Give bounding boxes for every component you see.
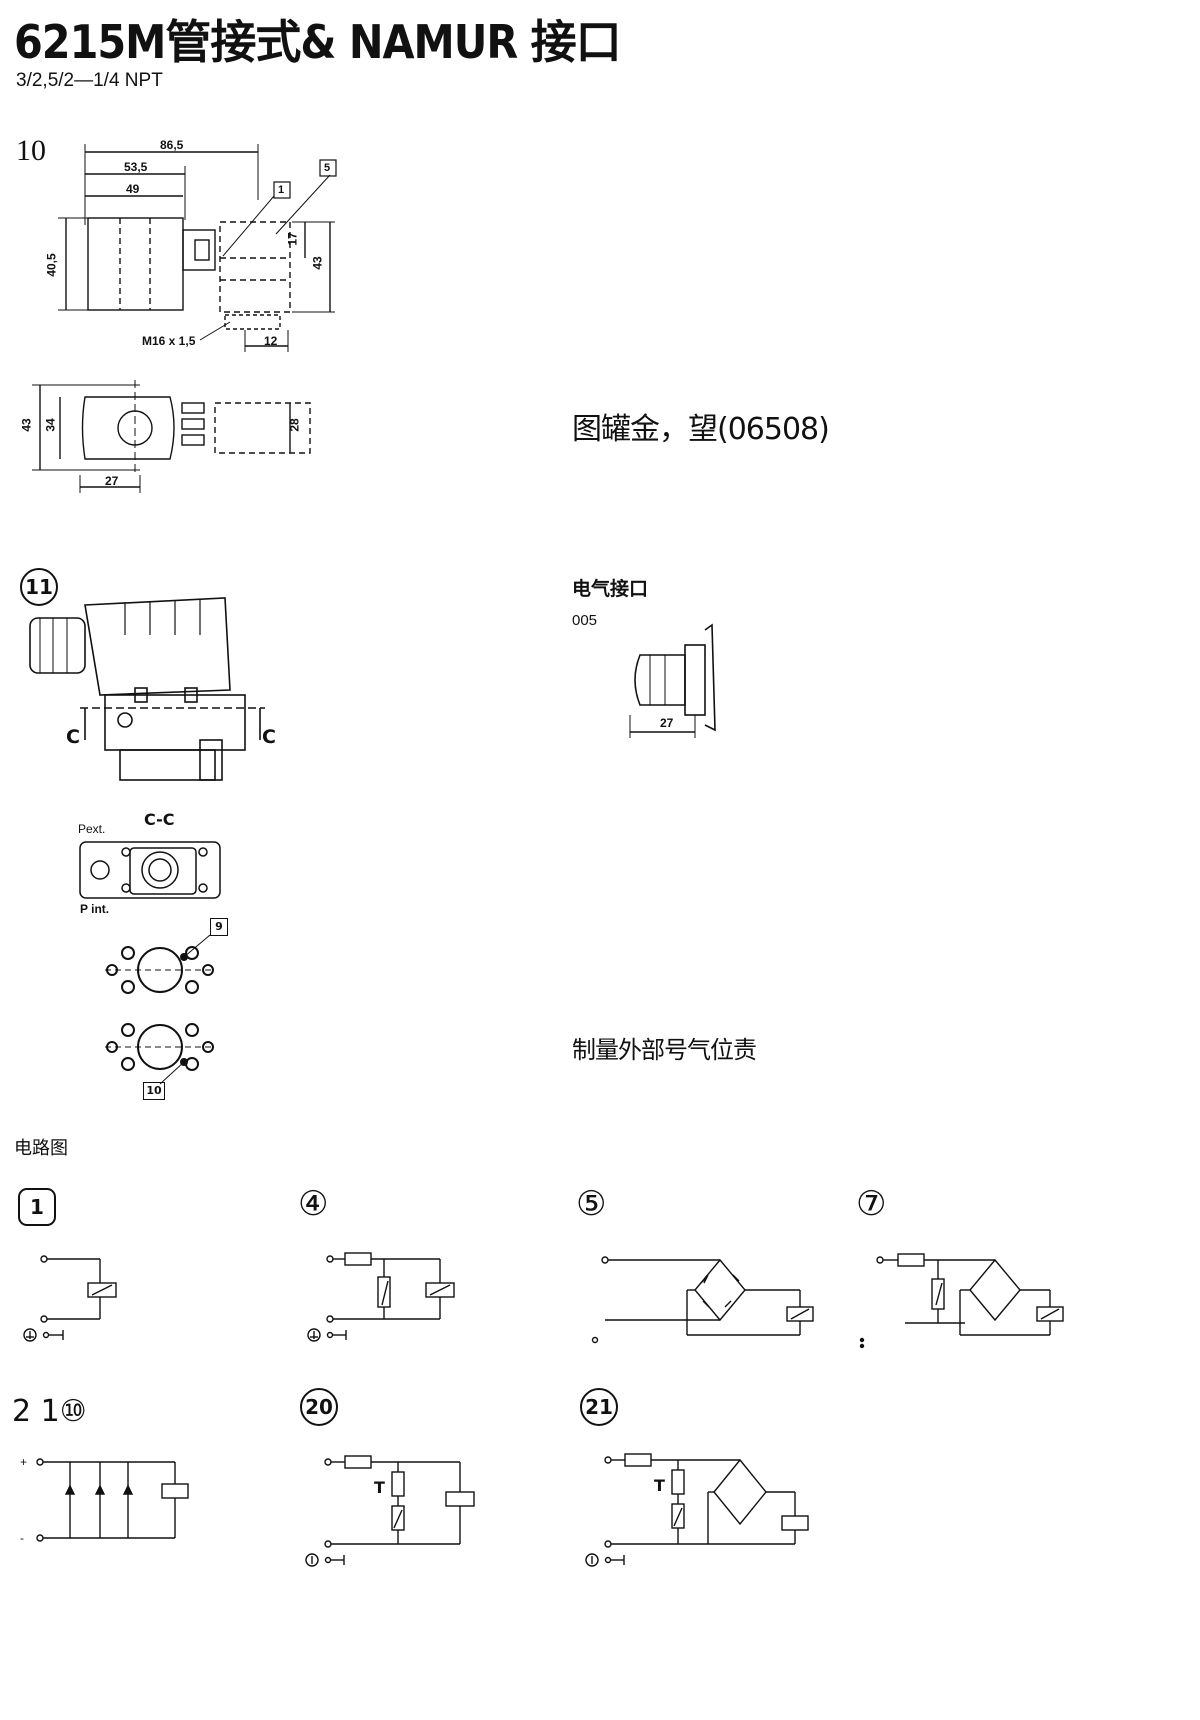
electrical-dim-27: 27 xyxy=(660,716,674,730)
dim-27: 27 xyxy=(105,474,119,488)
svg-text:+: + xyxy=(20,1455,27,1469)
figure-11-port-pattern-10 xyxy=(105,1023,215,1085)
circuit-20-t-label: T xyxy=(374,1478,385,1497)
circuit-label-1: 1 xyxy=(18,1188,56,1226)
circuit-7-diagram xyxy=(859,1253,1064,1349)
callout-10: 10 xyxy=(143,1082,165,1100)
dim-28: 28 xyxy=(287,418,302,432)
svg-text:-: - xyxy=(20,1531,24,1545)
dim-12: 12 xyxy=(264,334,278,348)
circuit-5-diagram xyxy=(591,1256,814,1344)
section-mark-right: C xyxy=(262,726,276,748)
circuit-label-4: ④ xyxy=(298,1184,329,1224)
electrical-code: 005 xyxy=(572,612,598,629)
circuit-21-t-label: T xyxy=(654,1476,665,1495)
electrical-heading: 电气接口 xyxy=(572,578,649,600)
dim-34: 34 xyxy=(43,418,58,432)
circuit-21-diagram xyxy=(585,1453,809,1567)
circuit-10-diagram: + - xyxy=(20,1455,189,1545)
figure-number-11: 11 xyxy=(20,568,58,606)
figure-11-namur-view xyxy=(29,597,265,781)
dim-40-5: 40,5 xyxy=(44,253,59,277)
cable-gland-drawing xyxy=(629,623,716,738)
circuit-label-5: ⑤ xyxy=(576,1184,607,1224)
circuit-4-diagram xyxy=(307,1252,455,1342)
circuit-label-7: ⑦ xyxy=(856,1184,887,1224)
figure-10-side-view xyxy=(58,144,337,352)
dim-43-bottom: 43 xyxy=(19,418,34,432)
section-cc-title: C-C xyxy=(144,810,175,829)
circuit-1-diagram xyxy=(23,1255,117,1342)
figure-number-10: 10 xyxy=(16,134,46,167)
note-external: 制量外部号气位责 xyxy=(572,1036,757,1064)
circuit-label-21: 21 xyxy=(580,1388,618,1426)
section-mark-left: C xyxy=(66,726,80,748)
circuit-label-20: 20 xyxy=(300,1388,338,1426)
pint-label: P int. xyxy=(80,902,110,916)
circuit-label-10: 2 1⑩ xyxy=(12,1394,87,1429)
page-subtitle: 3/2,5/2—1/4 NPT xyxy=(16,70,163,91)
dim-43-top: 43 xyxy=(310,256,325,270)
figure-10-top-view xyxy=(32,380,311,493)
note-material: 图罐金，望(06508) xyxy=(572,412,830,447)
dim-53-5: 53,5 xyxy=(124,160,148,174)
callout-1: 1 xyxy=(278,184,285,196)
dim-86-5: 86,5 xyxy=(160,138,184,152)
circuit-20-diagram xyxy=(305,1455,475,1567)
pext-label: Pext. xyxy=(78,822,106,836)
dim-m16: M16 x 1,5 xyxy=(142,334,196,348)
dim-49: 49 xyxy=(126,182,140,196)
page-title: 6215M管接式& NAMUR 接口 xyxy=(14,15,622,69)
circuits-heading: 电路图 xyxy=(14,1138,68,1159)
figure-11-port-pattern-9 xyxy=(105,934,215,994)
dim-17: 17 xyxy=(285,232,300,246)
figure-11-section-cc xyxy=(79,841,221,899)
callout-9: 9 xyxy=(210,918,228,936)
callout-5: 5 xyxy=(324,162,331,174)
